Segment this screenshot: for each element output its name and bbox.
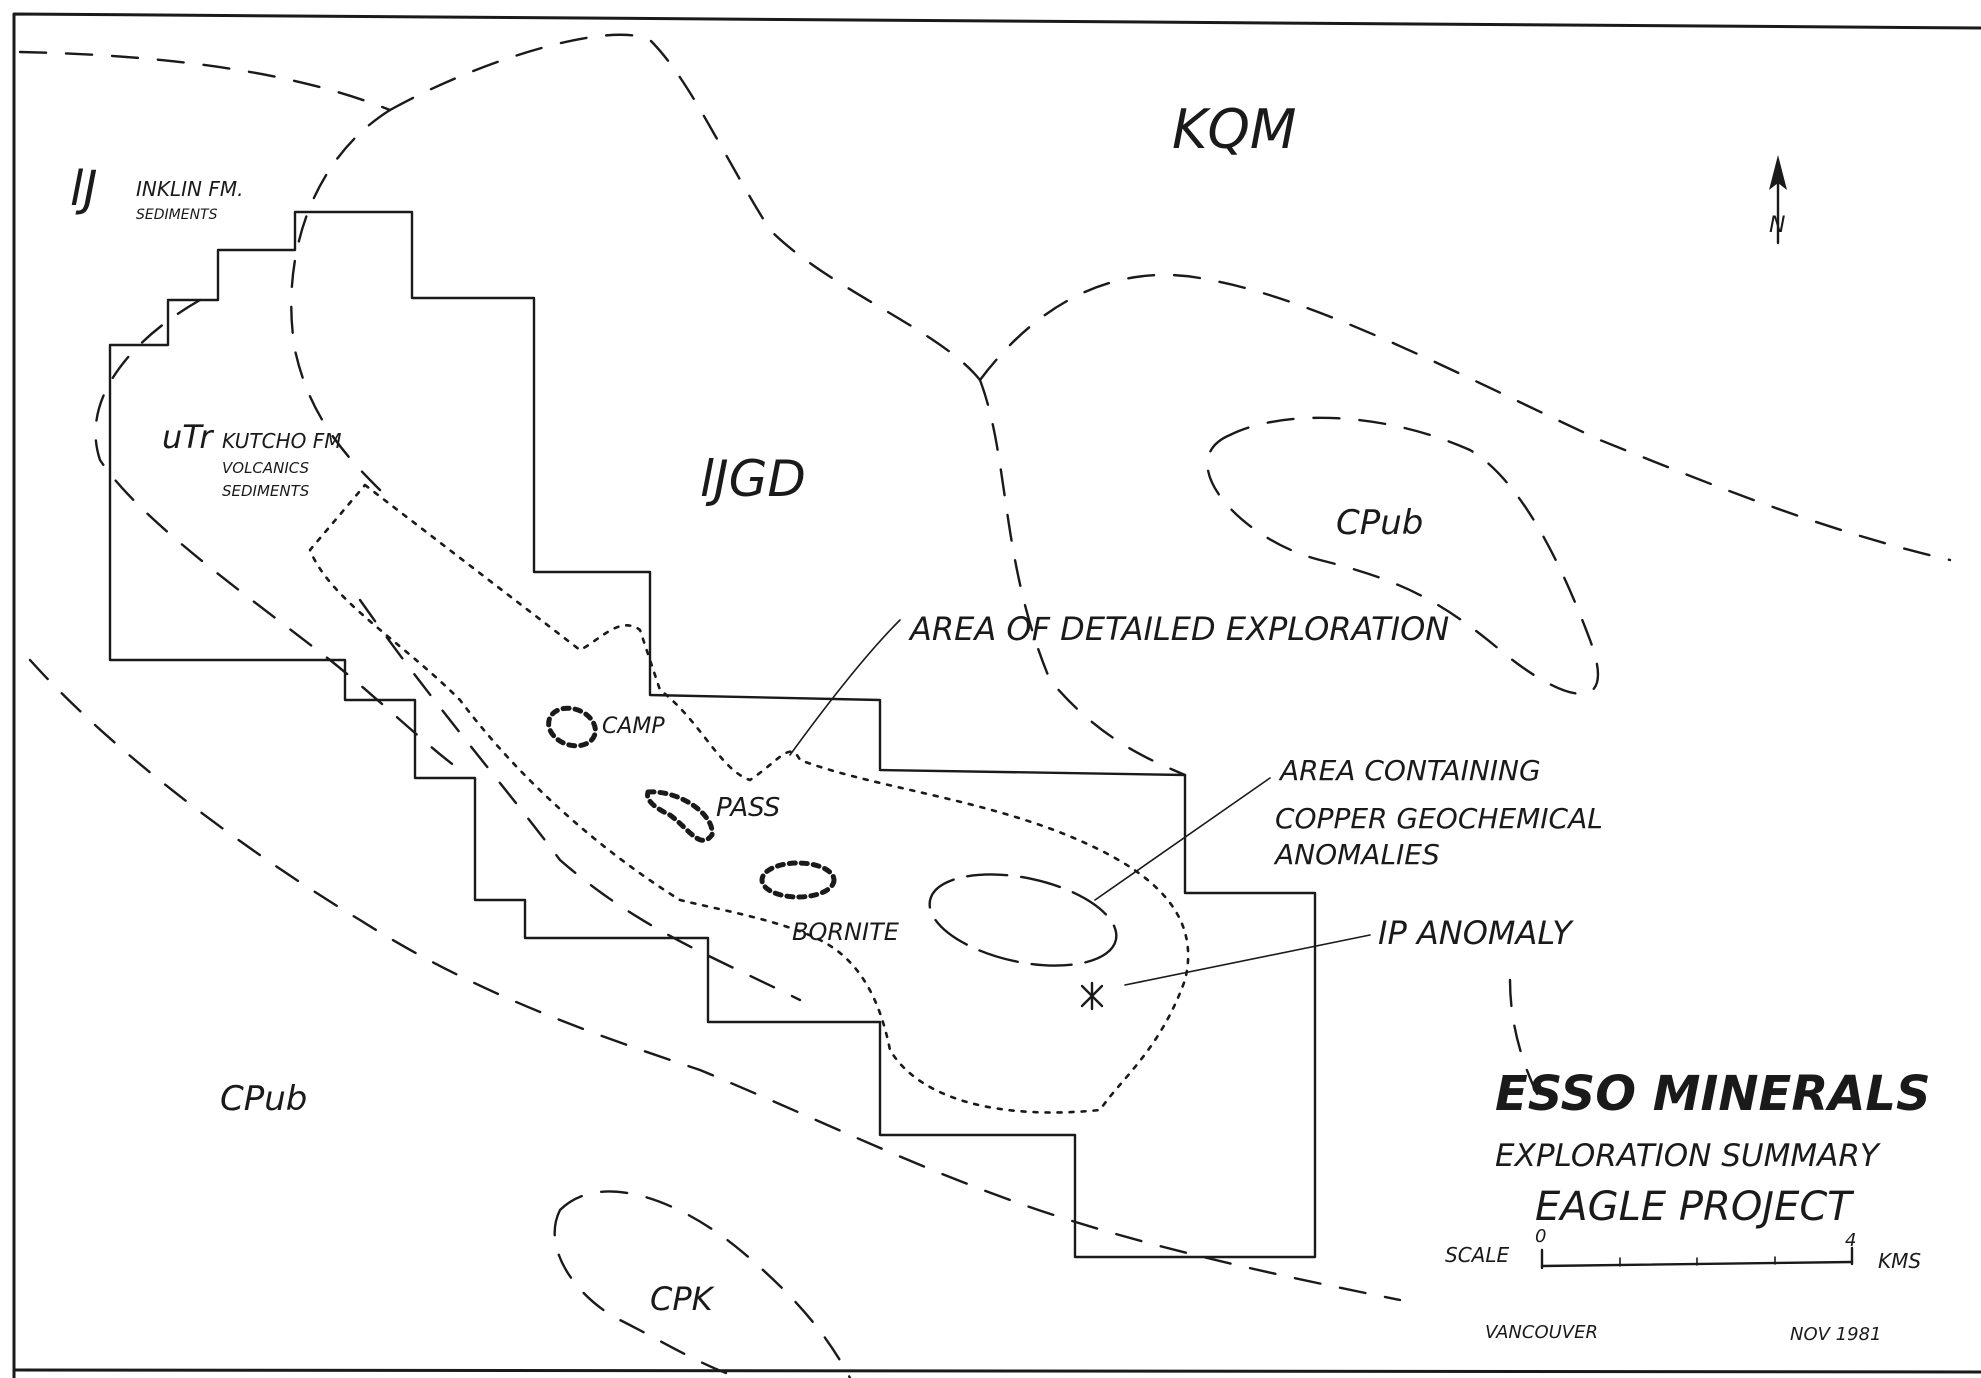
kutcho-symbol: uTr — [162, 418, 214, 456]
map-frame-bottom — [12, 1368, 1981, 1374]
scale-min: 0 — [1535, 1226, 1546, 1247]
annotation-copper-line1: AREA CONTAINING — [1278, 754, 1541, 787]
unit-label-cpk: CPK — [650, 1280, 716, 1318]
bornite-zone — [759, 860, 837, 900]
map-frame — [12, 12, 1981, 1378]
inklin-symbol: lJ — [70, 161, 98, 217]
contact-cpk-loop — [553, 1190, 852, 1378]
leader-detailed-exploration — [789, 619, 901, 756]
title-block: ESSO MINERALS EXPLORATION SUMMARY EAGLE … — [1445, 1066, 1931, 1345]
unit-label-kqm: KQM — [1172, 98, 1297, 161]
annotation-copper-line3: ANOMALIES — [1273, 838, 1440, 871]
office-label: VANCOUVER — [1485, 1322, 1598, 1343]
inklin-label-line2: SEDIMENTS — [136, 207, 218, 223]
date-label: NOV 1981 — [1790, 1324, 1881, 1345]
area-of-detailed-exploration — [308, 483, 1190, 1114]
zone-label-camp: CAMP — [602, 714, 665, 739]
north-arrow-icon — [1769, 155, 1787, 245]
unit-label-cpub-south: CPub — [220, 1079, 307, 1119]
contact-cpub-east-loop — [1206, 416, 1600, 695]
scale-unit: KMS — [1878, 1249, 1921, 1273]
unit-label-ljgd: lJGD — [700, 450, 806, 508]
contact-ljgd-inner — [290, 108, 392, 492]
ip-anomaly-area — [928, 873, 1118, 967]
title-company: ESSO MINERALS — [1495, 1066, 1931, 1122]
contact-cpub-south — [28, 658, 1402, 1302]
scale-bar — [1540, 1246, 1854, 1270]
camp-zone — [546, 705, 598, 749]
annotation-copper-line2: COPPER GEOCHEMICAL — [1275, 802, 1603, 835]
contact-kutcho-west — [94, 298, 462, 772]
scale-max: 4 — [1845, 1230, 1856, 1251]
contact-kqm-east — [978, 273, 1952, 562]
ip-anomaly-star-icon — [1080, 981, 1104, 1011]
annotation-detailed-exploration: AREA OF DETAILED EXPLORATION — [908, 610, 1449, 648]
title-project: EAGLE PROJECT — [1535, 1184, 1855, 1230]
kutcho-label-line3: SEDIMENTS — [222, 482, 310, 500]
unit-label-cpub-east: CPub — [1336, 503, 1423, 543]
contact-ljgd-west — [388, 33, 982, 382]
zone-label-pass: PASS — [716, 793, 780, 823]
scale-label: SCALE — [1445, 1243, 1509, 1267]
title-subtitle: EXPLORATION SUMMARY — [1495, 1138, 1881, 1174]
contact-inklin-north — [18, 50, 392, 112]
leader-ip-anomaly — [1124, 934, 1371, 986]
annotation-ip-anomaly: IP ANOMALY — [1378, 914, 1574, 952]
inklin-label-line1: INKLIN FM. — [136, 177, 243, 201]
kutcho-label-line1: KUTCHO FM — [222, 429, 341, 453]
contact-right-line — [1508, 978, 1542, 1102]
zone-label-bornite: BORNITE — [792, 918, 900, 946]
pass-zone — [645, 789, 715, 843]
leader-copper-anomalies — [1094, 777, 1271, 901]
claim-boundary — [108, 210, 1317, 1259]
kutcho-label-line2: VOLCANICS — [222, 459, 310, 477]
contact-kutcho-east — [358, 598, 802, 1002]
north-label: N — [1769, 213, 1785, 238]
contact-kqm-south — [978, 378, 1187, 777]
